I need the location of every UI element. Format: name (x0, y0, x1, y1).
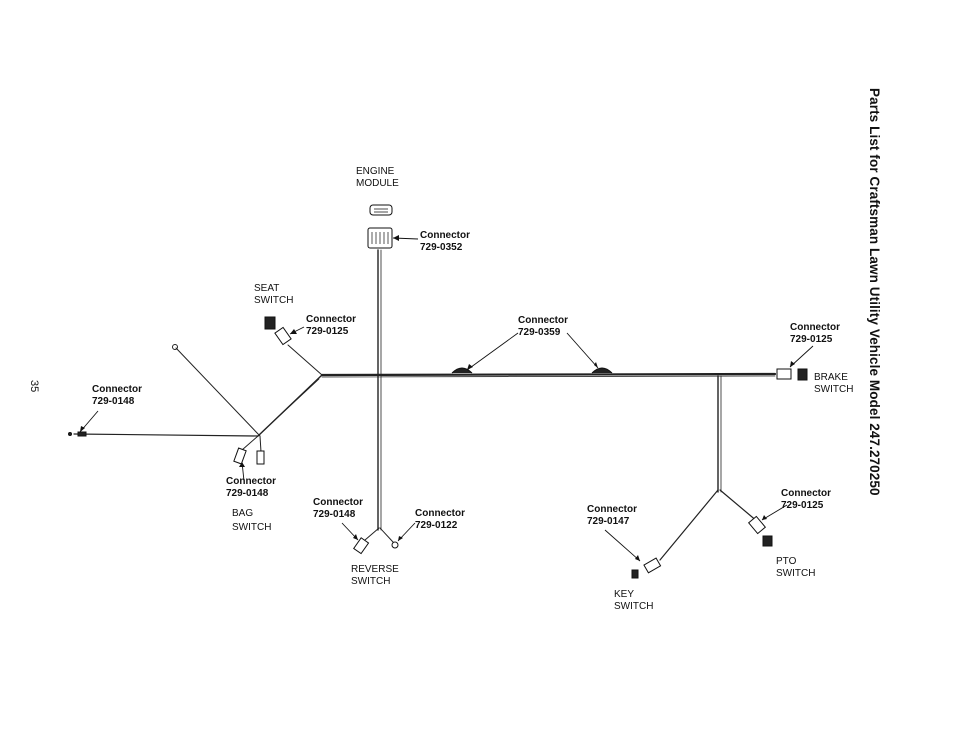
key-switch-body (631, 569, 639, 579)
page-title: Parts List for Craftsman Lawn Utility Ve… (867, 88, 882, 496)
bag-switch-label: BAG SWITCH (232, 508, 272, 533)
seat-branch-wire (287, 344, 323, 376)
left-end-terminal (77, 431, 87, 437)
reverse-switch-label: REVERSE SWITCH (351, 564, 399, 587)
pto-switch-body (762, 535, 773, 547)
bag-switch-body (256, 450, 265, 465)
seat-connector (274, 326, 292, 346)
key-connector (643, 557, 662, 574)
brake-switch-body (797, 368, 808, 381)
seat-switch-body (264, 316, 276, 330)
seat-switch-label: SEAT SWITCH (254, 283, 294, 306)
ground-wire (175, 347, 261, 437)
center-connector-2 (591, 367, 613, 374)
page-number: 35 (28, 380, 40, 393)
brake-connector (776, 368, 792, 380)
main-harness-trunk (320, 372, 777, 377)
key-switch-label: KEY SWITCH (614, 589, 654, 612)
brake-switch-label: BRAKE SWITCH (814, 372, 854, 395)
reverse-connector-right (391, 541, 399, 549)
bag-connector (233, 447, 247, 465)
center-connector-1 (451, 367, 473, 374)
engine-module-label: ENGINE MODULE (356, 166, 399, 189)
engine-module-plug (369, 204, 393, 216)
pto-connector (747, 515, 767, 535)
pto-switch-label: PTO SWITCH (776, 556, 816, 579)
reverse-connector-left (353, 537, 370, 555)
left-wire (73, 433, 259, 437)
